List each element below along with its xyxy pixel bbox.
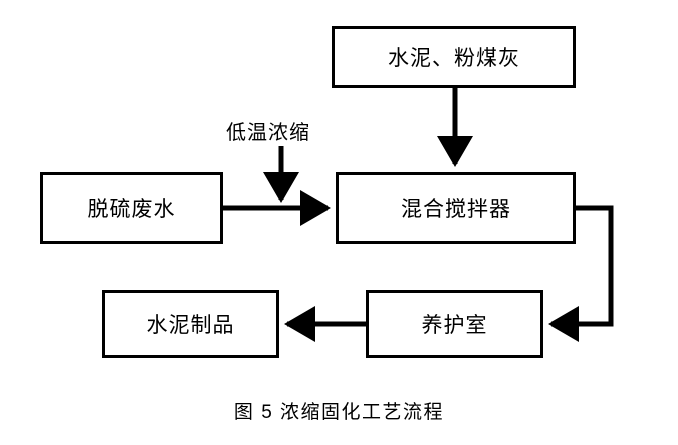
node-curing-room-label: 养护室 <box>421 314 488 337</box>
figure-caption: 图 5 浓缩固化工艺流程 <box>233 402 445 423</box>
node-mixer: 混合搅拌器 <box>336 172 576 244</box>
node-mixer-label: 混合搅拌器 <box>401 198 511 221</box>
node-curing-room: 养护室 <box>366 290 543 358</box>
node-cement-product-label: 水泥制品 <box>146 314 235 337</box>
label-low-temp-concentration: 低温浓缩 <box>226 122 310 144</box>
node-cement-product: 水泥制品 <box>102 290 279 358</box>
node-desulfurization-wastewater: 脱硫废水 <box>40 172 223 244</box>
node-desulfurization-wastewater-label: 脱硫废水 <box>87 198 176 221</box>
edge-mixer-to-curing <box>547 205 614 342</box>
node-cement-flyash: 水泥、粉煤灰 <box>332 26 576 88</box>
node-cement-flyash-label: 水泥、粉煤灰 <box>388 47 520 70</box>
